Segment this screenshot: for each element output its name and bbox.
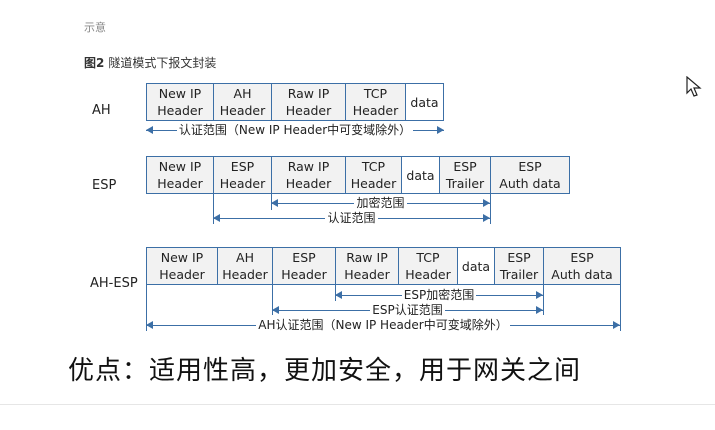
cell-esp-header: ESP Header [272,247,336,285]
mouse-pointer-icon [686,76,702,97]
row-label-ah-esp: AH-ESP [90,276,138,291]
cell-raw-ip-header: Raw IP Header [271,83,346,121]
cell-tcp-header: TCP Header [398,247,458,285]
cell-raw-ip-header: Raw IP Header [335,247,399,285]
cell-tcp-header: TCP Header [345,83,406,121]
range-ah-auth: 认证范围（New IP Header中可变域除外） [146,124,444,136]
range-label: 加密范围 [354,196,407,210]
range-guide-line [620,285,621,331]
range-label: ESP加密范围 [401,288,477,302]
cell-esp-trailer: ESP Trailer [494,247,544,285]
cell-tcp-header: TCP Header [345,156,402,194]
range-guide-line [543,285,544,315]
range-ah-esp-esp-auth: ESP认证范围 [272,304,543,316]
cell-new-ip-header: New IP Header [146,247,218,285]
range-ah-esp-ah-auth: AH认证范围（New IP Header中可变域除外） [146,319,620,331]
cell-esp-header: ESP Header [213,156,272,194]
range-esp-encrypt: 加密范围 [271,197,490,209]
cell-esp-auth-data: ESP Auth data [490,156,570,194]
range-label: ESP认证范围 [370,303,445,317]
summary-text: 优点：适用性高，更加安全，用于网关之间 [68,356,582,386]
cell-data: data [457,247,495,285]
figure-label: 图2 [84,56,105,70]
page-fragment-text: 示意 [84,21,106,34]
cell-esp-auth-data: ESP Auth data [543,247,621,285]
range-esp-auth: 认证范围 [213,212,490,224]
cell-ah-header: AH Header [217,247,273,285]
cell-new-ip-header: New IP Header [146,156,214,194]
row-label-ah: AH [92,103,111,118]
cell-new-ip-header: New IP Header [146,83,214,121]
range-label: 认证范围 [325,211,378,225]
cell-esp-trailer: ESP Trailer [439,156,491,194]
cell-ah-header: AH Header [213,83,272,121]
range-guide-line [490,194,491,224]
cell-data: data [401,156,440,194]
range-ah-esp-encrypt: ESP加密范围 [335,289,543,301]
range-guide-line [213,194,214,224]
cell-data: data [405,83,444,121]
cell-raw-ip-header: Raw IP Header [271,156,346,194]
range-label: 认证范围（New IP Header中可变域除外） [176,123,414,137]
figure-title-text: 隧道模式下报文封装 [108,56,217,70]
range-guide-line [146,285,147,331]
range-guide-line [272,285,273,315]
row-label-esp: ESP [92,178,117,193]
range-label: AH认证范围（New IP Header中可变域除外） [256,318,510,332]
divider [0,404,715,405]
